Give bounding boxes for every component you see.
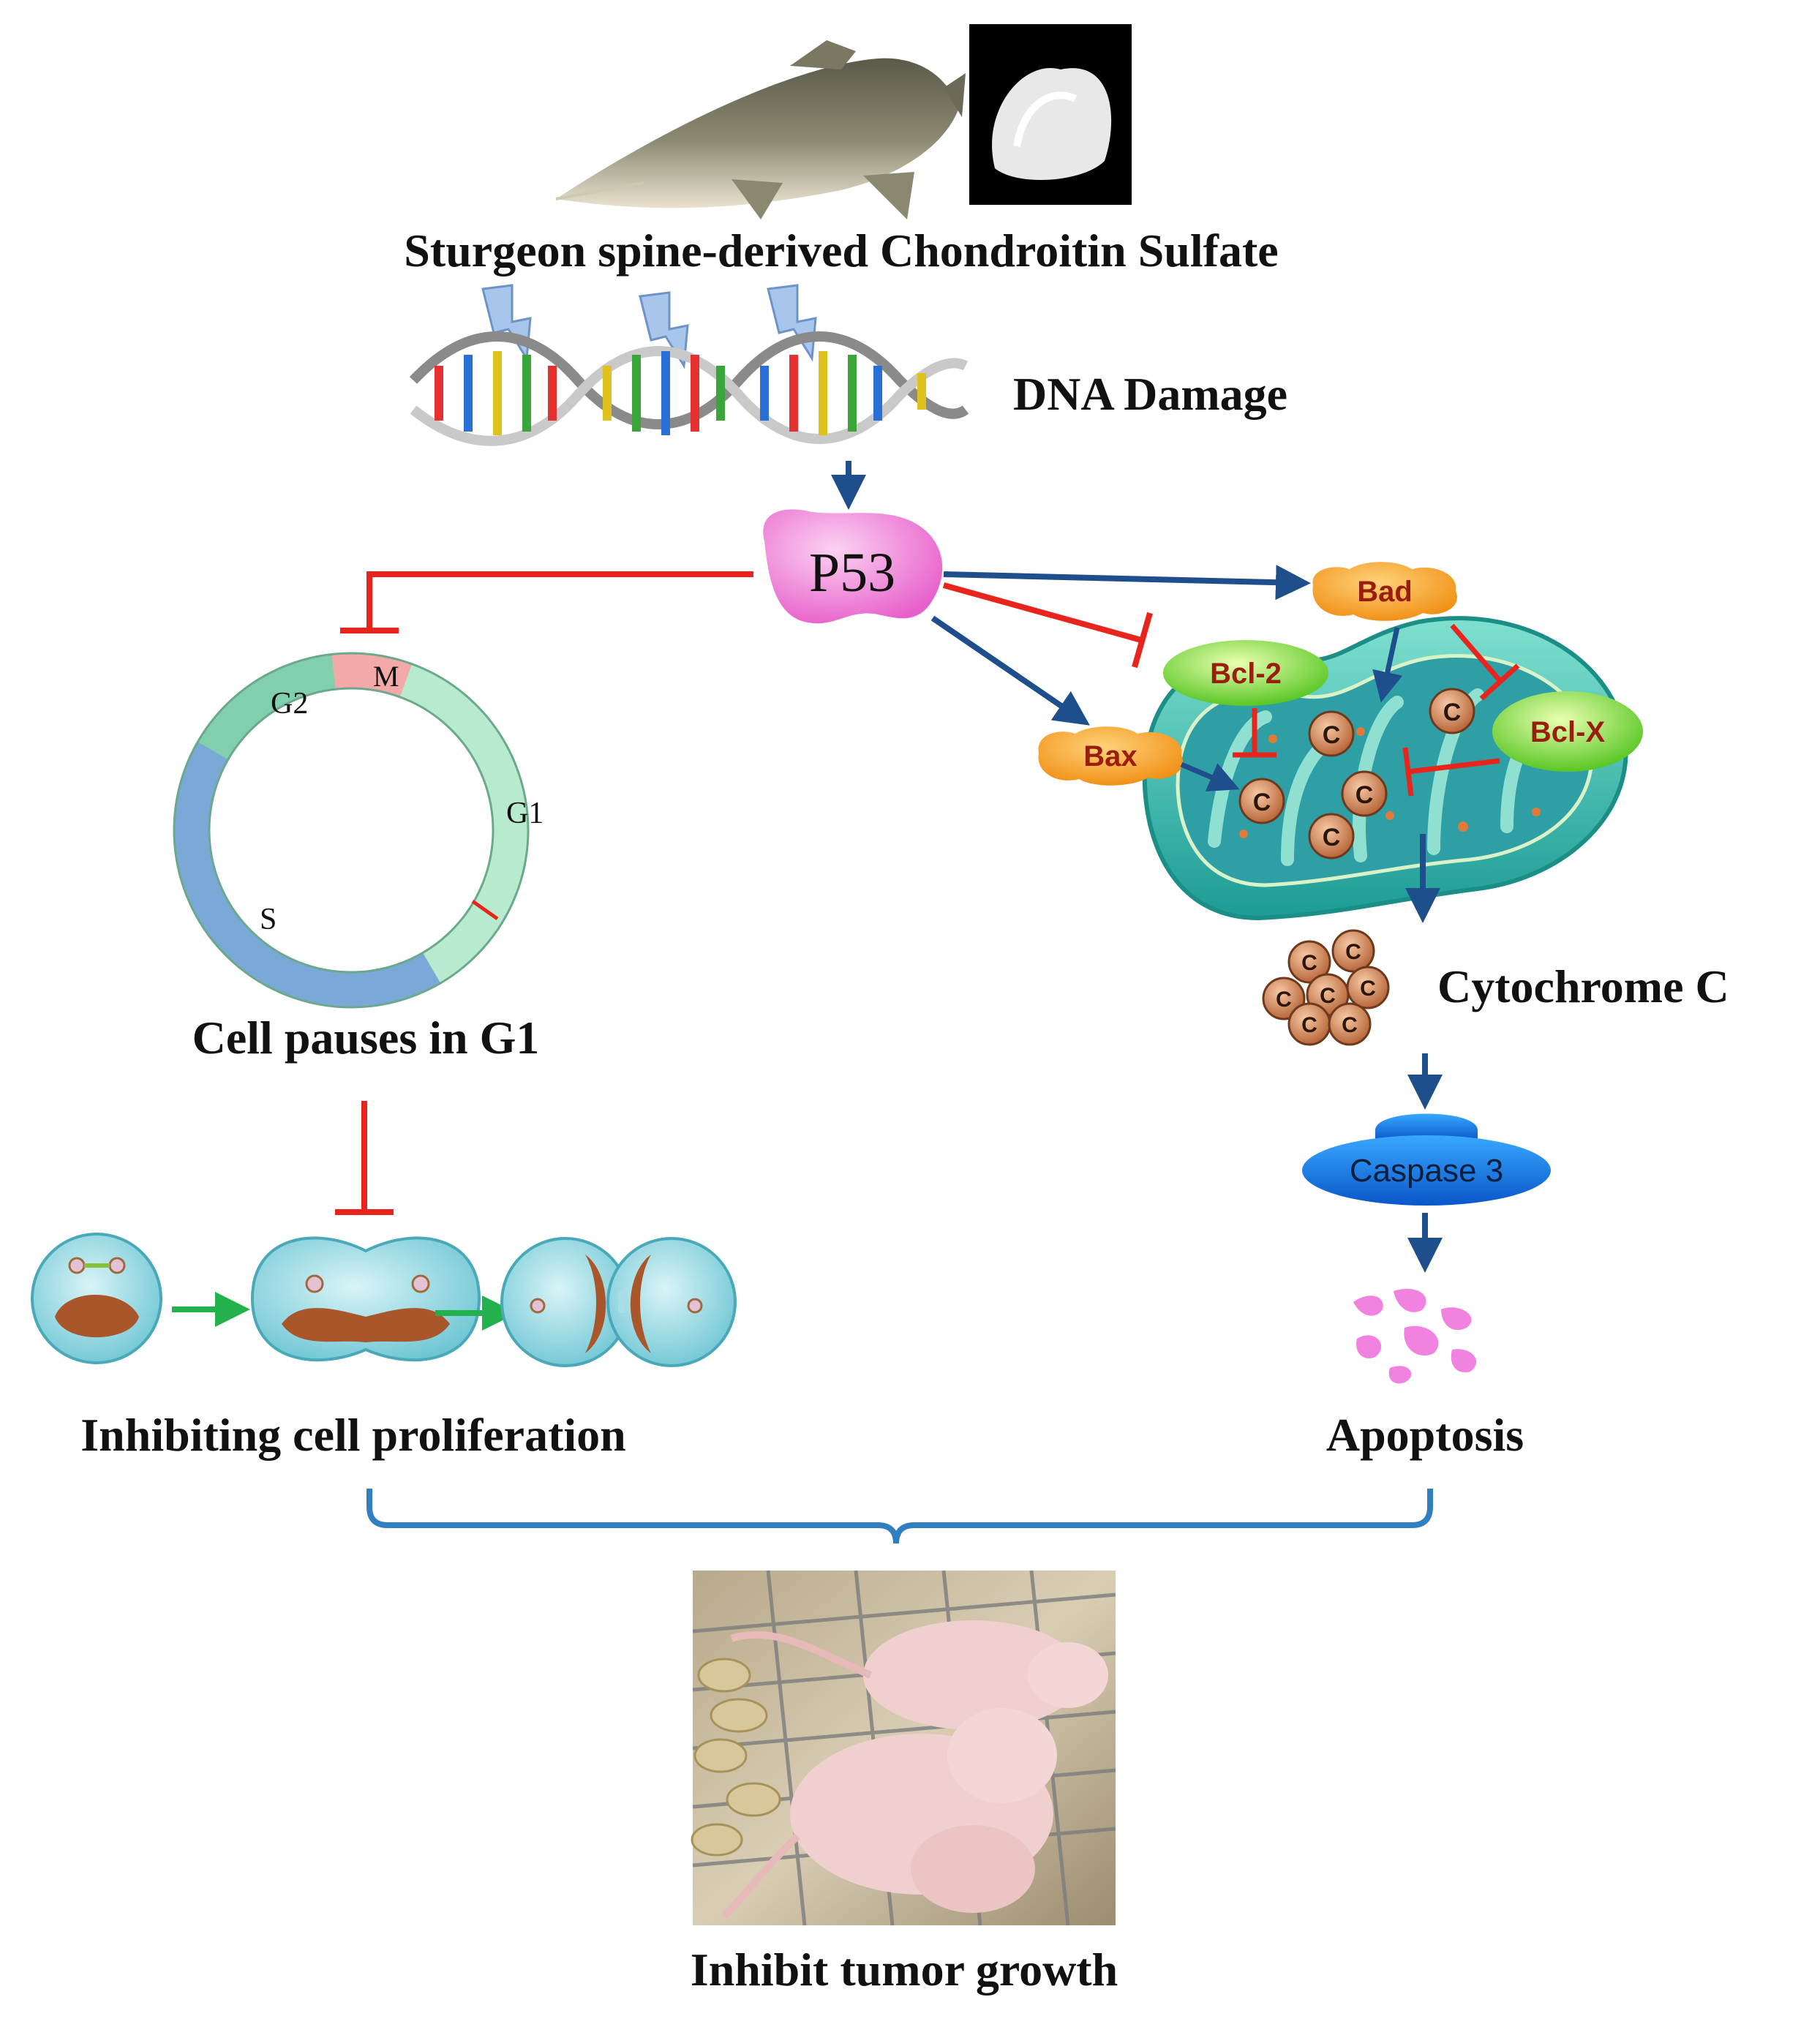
bad-label: Bad — [1357, 576, 1413, 608]
arrow-p53-to-bax — [930, 615, 1090, 726]
chondroitin-powder-photo — [969, 24, 1132, 205]
cyto-glyph: C — [1276, 988, 1292, 1012]
bcl2-label: Bcl-2 — [1210, 658, 1282, 690]
cell-stage-1 — [31, 1233, 162, 1364]
p53-label: P53 — [809, 542, 895, 603]
caspase3-node: Caspase 3 — [1302, 1113, 1551, 1206]
arrow-p53-to-bad — [943, 565, 1311, 601]
outcome-apoptosis: Apoptosis — [1326, 1409, 1524, 1461]
cytochrome-c-molecules: C C C C C — [1238, 688, 1475, 860]
cell-stage-2 — [250, 1236, 481, 1362]
sturgeon-illustration — [555, 40, 966, 219]
cytochrome-ball: C — [1429, 688, 1475, 734]
cyto-glyph: C — [1355, 781, 1374, 809]
phase-label-s: S — [260, 903, 277, 936]
arrow-bax-to-mito — [1180, 761, 1240, 791]
cyto-glyph: C — [1301, 951, 1317, 975]
dna-helix-icon — [409, 331, 969, 446]
phase-label-m: M — [373, 660, 399, 693]
cell-cycle-phase-s — [173, 742, 441, 1007]
outcome-bracket — [366, 1489, 1433, 1544]
cell-cycle-phase-g2 — [198, 654, 336, 760]
cell-cycle-ring: G2 M G1 S — [173, 652, 544, 1009]
phase-label-g1: G1 — [506, 797, 544, 830]
inhibit-bad-to-bclx — [1450, 623, 1520, 701]
bax-label: Bax — [1083, 740, 1137, 772]
cyto-glyph: C — [1320, 984, 1336, 1008]
bclx-node: Bcl-X — [1492, 691, 1643, 772]
caspase3-label: Caspase 3 — [1350, 1153, 1503, 1189]
cyto-glyph: C — [1360, 977, 1376, 1001]
lightning-icon — [639, 291, 689, 369]
cell-cycle-caption: Cell pauses in G1 — [192, 1012, 540, 1064]
cyto-glyph: C — [1253, 789, 1271, 816]
bax-node: Bax — [1038, 726, 1183, 786]
cyto-glyph: C — [1323, 824, 1341, 851]
cell-cycle-phase-m — [331, 653, 413, 697]
restriction-point-mark — [471, 899, 499, 921]
phase-label-g2: G2 — [271, 687, 308, 721]
cyto-glyph: C — [1345, 940, 1361, 964]
arrow-bad-to-mito — [1372, 627, 1403, 703]
cell-cycle-phase-g1 — [399, 663, 529, 983]
bcl2-node: Bcl-2 — [1163, 640, 1328, 706]
cytochrome-ball: C — [1341, 770, 1388, 817]
source-title: Sturgeon spine-derived Chondroitin Sulfa… — [404, 225, 1278, 277]
inhibit-p53-to-cell-cycle — [340, 571, 753, 633]
cytochrome-ball: C — [1308, 813, 1355, 860]
outcome-proliferation: Inhibiting cell proliferation — [80, 1409, 626, 1461]
cytochrome-ball: C — [1238, 778, 1285, 824]
p53-node: P53 — [763, 509, 943, 624]
cyto-glyph: C — [1342, 1013, 1358, 1037]
dna-damage-label: DNA Damage — [1013, 368, 1287, 420]
cytochrome-ball: C — [1308, 710, 1355, 757]
inhibit-p53-to-bcl2 — [942, 582, 1153, 669]
cell-stage-3 — [500, 1237, 737, 1367]
bad-node: Bad — [1312, 562, 1457, 621]
cyto-glyph: C — [1323, 721, 1341, 749]
cytochrome-c-cluster: C C C C C C C — [1262, 929, 1390, 1046]
inhibit-bclx — [1402, 747, 1500, 797]
cell-division-sequence — [31, 1233, 737, 1367]
outcome-final: Inhibit tumor growth — [691, 1944, 1118, 1996]
mouse-photo — [691, 1570, 1116, 1926]
inhibit-g1-to-division — [335, 1101, 394, 1215]
apoptotic-fragments-icon — [1353, 1288, 1477, 1384]
cyto-glyph: C — [1301, 1013, 1317, 1037]
cyto-glyph: C — [1443, 699, 1462, 726]
inhibit-bcl2 — [1233, 708, 1276, 758]
bclx-label: Bcl-X — [1530, 716, 1606, 748]
lightning-icon — [481, 284, 532, 362]
cytochrome-label: Cytochrome C — [1437, 960, 1729, 1012]
